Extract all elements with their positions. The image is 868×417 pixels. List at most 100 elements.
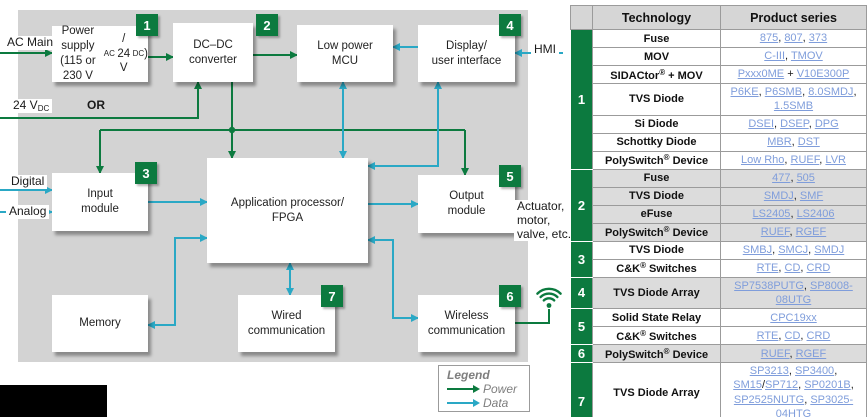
hmi-label: HMI — [531, 42, 559, 57]
product-link[interactable]: CRD — [806, 261, 831, 274]
product-series-cell: Pxxx0ME + V10E300P — [720, 65, 867, 84]
product-link[interactable]: SP0201B — [804, 379, 851, 392]
product-link[interactable]: RUEF — [790, 153, 820, 166]
product-link[interactable]: SP712 — [765, 379, 799, 392]
product-series-cell: SMDJ, SMF — [720, 186, 867, 206]
product-link[interactable]: 477 — [772, 171, 791, 184]
product-link[interactable]: RGEF — [795, 347, 827, 360]
product-link[interactable]: CD — [784, 261, 801, 274]
product-series-cell: SP3213, SP3400, SM15/SP712, SP0201B, SP2… — [720, 362, 867, 417]
step-badge-3: 3 — [135, 162, 157, 184]
table-header-product-series: Product series — [720, 5, 867, 30]
product-link[interactable]: Pxxx0ME — [737, 68, 785, 81]
product-link[interactable]: RTE — [756, 329, 779, 342]
product-link[interactable]: CD — [784, 329, 801, 342]
technology-cell: MOV — [592, 47, 721, 66]
table-corner-cell — [570, 5, 593, 30]
product-link[interactable]: RUEF — [760, 347, 790, 360]
product-link[interactable]: TMOV — [790, 50, 823, 63]
technology-cell: TVS Diode — [592, 240, 721, 260]
product-link[interactable]: Low Rho — [741, 153, 785, 166]
application-processor-block: Application processor/FPGA — [207, 158, 368, 263]
step-badge-4: 4 — [499, 14, 521, 36]
product-link[interactable]: 505 — [796, 171, 815, 184]
product-link[interactable]: C-III — [764, 50, 786, 63]
product-link[interactable]: DST — [797, 135, 820, 148]
group-number-cell: 2 — [570, 168, 593, 242]
product-link[interactable]: SMBJ — [742, 243, 773, 256]
product-link[interactable]: DSEI — [748, 117, 775, 130]
group-number-cell: 3 — [570, 240, 593, 278]
product-link[interactable]: RUEF — [760, 225, 790, 238]
product-link[interactable]: CRD — [806, 329, 831, 342]
product-link[interactable]: SMDJ — [763, 189, 794, 202]
technology-cell: TVS Diode Array — [592, 276, 721, 310]
product-link[interactable]: 8.0SMDJ — [808, 86, 854, 98]
product-link[interactable]: P6SMB — [764, 86, 803, 98]
product-series-cell: C-III, TMOV — [720, 47, 867, 66]
24vdc-label: 24 VDC — [10, 98, 53, 114]
product-link[interactable]: LVR — [825, 153, 846, 166]
product-series-cell: P6KE, P6SMB, 8.0SMDJ, 1.5SMB — [720, 83, 867, 116]
group-number-cell: 5 — [570, 308, 593, 346]
product-link[interactable]: 807 — [784, 32, 803, 45]
step-badge-6: 6 — [499, 285, 521, 307]
product-link[interactable]: 373 — [808, 32, 828, 45]
product-series-cell: RTE, CD, CRD — [720, 258, 867, 278]
product-series-cell: RUEF, RGEF — [720, 222, 867, 242]
product-link[interactable]: SP3400 — [795, 365, 835, 378]
product-series-cell: MBR, DST — [720, 132, 867, 152]
product-link[interactable]: 1.5SMB — [773, 100, 814, 113]
product-link[interactable]: SMCJ — [778, 243, 809, 256]
product-link[interactable]: SMDJ — [814, 243, 845, 256]
ac-main-label: AC Main — [4, 35, 57, 50]
product-link[interactable]: SP7538PUTG — [734, 279, 804, 292]
product-link[interactable]: SP3213 — [749, 365, 789, 378]
product-link[interactable]: SP2525NUTG — [733, 393, 805, 406]
product-series-cell: SP7538PUTG, SP8008-08UTG — [720, 276, 867, 310]
product-link[interactable]: RTE — [756, 261, 779, 274]
technology-cell: PolySwitch® Device — [592, 150, 721, 170]
product-link[interactable]: DPG — [814, 117, 839, 130]
technology-cell: TVS Diode Array — [592, 362, 721, 417]
legend-box: Legend Power Data — [438, 365, 530, 412]
step-badge-1: 1 — [136, 14, 158, 36]
product-link[interactable]: RGEF — [795, 225, 827, 238]
product-link[interactable]: DSEP — [780, 117, 809, 130]
product-link[interactable]: MBR — [767, 135, 792, 148]
technology-cell: SIDACtor® + MOV — [592, 65, 721, 84]
product-link[interactable]: LS2406 — [796, 207, 835, 220]
product-link[interactable]: V10E300P — [796, 68, 850, 81]
product-series-cell: 477, 505 — [720, 168, 867, 188]
product-series-cell: DSEI, DSEP, DPG — [720, 114, 867, 134]
product-link[interactable]: SM15 — [733, 379, 762, 392]
product-link[interactable]: LS2405 — [752, 207, 791, 220]
technology-cell: Fuse — [592, 29, 721, 48]
redacted-black-box — [0, 385, 107, 417]
group-number-cell: 4 — [570, 276, 593, 310]
product-link[interactable]: SP8008-08UTG — [775, 279, 853, 306]
or-label: OR — [87, 98, 105, 112]
product-link[interactable]: 875 — [759, 32, 779, 45]
product-link[interactable]: SP3025-04HTG — [775, 393, 854, 417]
technology-cell: C&K® Switches — [592, 326, 721, 346]
product-link[interactable]: P6KE — [730, 86, 759, 98]
legend-title: Legend — [447, 368, 490, 382]
product-link[interactable]: CPC19xx — [770, 311, 817, 324]
product-link[interactable]: SMF — [799, 189, 824, 202]
step-badge-7: 7 — [321, 285, 343, 307]
